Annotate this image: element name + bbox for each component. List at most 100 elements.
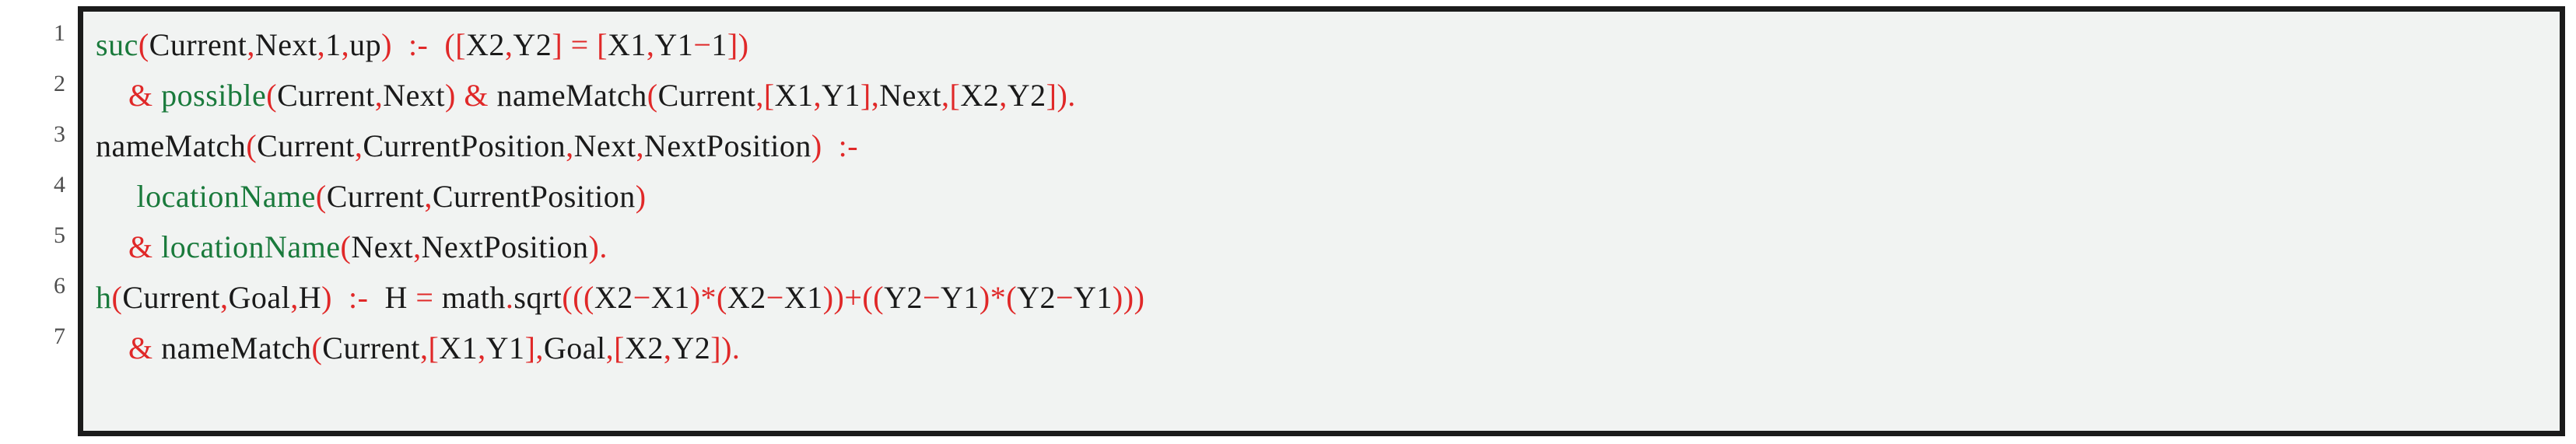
code-token: CurrentPosition	[363, 128, 566, 163]
code-token: Y2	[513, 27, 552, 62]
code-token	[489, 78, 497, 113]
code-token: ,	[247, 27, 255, 62]
code-token: Y1	[941, 280, 980, 315]
code-token: Next	[254, 27, 317, 62]
code-token: ,	[317, 27, 326, 62]
code-token: Y1	[822, 78, 860, 113]
code-token: )	[588, 229, 600, 264]
code-token: X1	[774, 78, 814, 113]
code-token: ,	[413, 229, 422, 264]
line-number: 1	[54, 20, 65, 46]
code-token: (	[573, 280, 584, 315]
code-token: ,	[646, 27, 655, 62]
code-token: [	[614, 330, 625, 365]
code-token: ,	[871, 78, 880, 113]
code-token: −	[633, 280, 651, 315]
code-token: )	[1123, 280, 1134, 315]
code-line: & nameMatch(Current,[X1,Y1],Goal,[X2,Y2]…	[96, 323, 2560, 373]
code-token: Y2	[1017, 280, 1056, 315]
code-token: X2	[624, 330, 664, 365]
code-token: )	[738, 27, 749, 62]
code-token: (	[246, 128, 258, 163]
code-token: &	[128, 330, 153, 365]
code-token	[428, 27, 444, 62]
code-token: Y1	[654, 27, 694, 62]
code-line: h(Current,Goal,H) :- H = math.sqrt(((X2−…	[96, 272, 2560, 323]
code-token: X1	[783, 280, 823, 315]
line-number: 6	[54, 273, 65, 299]
code-token: sqrt	[513, 280, 563, 315]
code-token: 1	[711, 27, 727, 62]
code-token: −	[922, 280, 941, 315]
code-token: &	[128, 78, 153, 113]
code-token: [	[763, 78, 775, 113]
code-token: +	[844, 280, 863, 315]
code-token: .	[599, 229, 608, 264]
code-token: *	[990, 280, 1007, 315]
code-frame: suc(Current,Next,1,up) :- ([X2,Y2] = [X1…	[78, 6, 2565, 436]
code-token	[153, 229, 162, 264]
code-token: )	[822, 280, 834, 315]
code-token: ,	[535, 330, 544, 365]
code-token	[822, 128, 839, 163]
code-token: [	[428, 330, 440, 365]
code-token: )	[635, 179, 647, 214]
line-number: 2	[54, 71, 65, 96]
code-token: =	[415, 280, 434, 315]
code-token: ,	[813, 78, 822, 113]
code-token: X2	[594, 280, 633, 315]
code-token: ,	[478, 330, 486, 365]
code-token: )	[811, 128, 822, 163]
code-token: −	[693, 27, 712, 62]
code-token: (	[873, 280, 885, 315]
code-token: ,	[755, 78, 764, 113]
code-token: Current	[326, 179, 425, 214]
code-token: ,	[663, 330, 672, 365]
code-token: Next	[351, 229, 414, 264]
code-token: Next	[879, 78, 942, 113]
code-token: (	[862, 280, 874, 315]
code-token: possible	[161, 78, 267, 113]
code-token: ,	[504, 27, 513, 62]
code-token	[153, 330, 162, 365]
code-token: :-	[408, 27, 429, 62]
code-token: X2	[727, 280, 766, 315]
line-number: 7	[54, 323, 65, 349]
code-token: ]	[524, 330, 536, 365]
code-token: )	[1057, 78, 1068, 113]
code-token: −	[1055, 280, 1074, 315]
code-token: nameMatch	[161, 330, 312, 365]
code-token: X1	[439, 330, 478, 365]
code-token: locationName	[136, 179, 316, 214]
code-token	[332, 280, 349, 315]
code-token	[96, 179, 137, 214]
code-token: (	[340, 229, 352, 264]
code-token: [	[597, 27, 608, 62]
code-token: )	[833, 280, 845, 315]
code-token: &	[464, 78, 489, 113]
code-token: ,	[941, 78, 950, 113]
code-token: H	[384, 280, 408, 315]
code-line: locationName(Current,CurrentPosition)	[96, 171, 2560, 222]
code-token: Next	[383, 78, 446, 113]
code-token: CurrentPosition	[432, 179, 636, 214]
code-token: ,	[374, 78, 384, 113]
code-token: (	[562, 280, 573, 315]
code-token: X1	[608, 27, 647, 62]
code-token	[96, 229, 128, 264]
code-token: (	[266, 78, 278, 113]
code-token: Goal	[543, 330, 606, 365]
code-token: Current	[149, 27, 247, 62]
code-token: (	[647, 78, 658, 113]
code-token	[153, 78, 162, 113]
code-token: ,	[999, 78, 1008, 113]
code-token: *	[700, 280, 717, 315]
code-token: =	[570, 27, 589, 62]
code-token: Current	[257, 128, 355, 163]
code-token: )	[445, 78, 456, 113]
code-token	[96, 78, 128, 113]
code-token: [	[949, 78, 961, 113]
code-token: ,	[636, 128, 644, 163]
code-token: Y1	[485, 330, 525, 365]
code-token: Current	[122, 280, 221, 315]
